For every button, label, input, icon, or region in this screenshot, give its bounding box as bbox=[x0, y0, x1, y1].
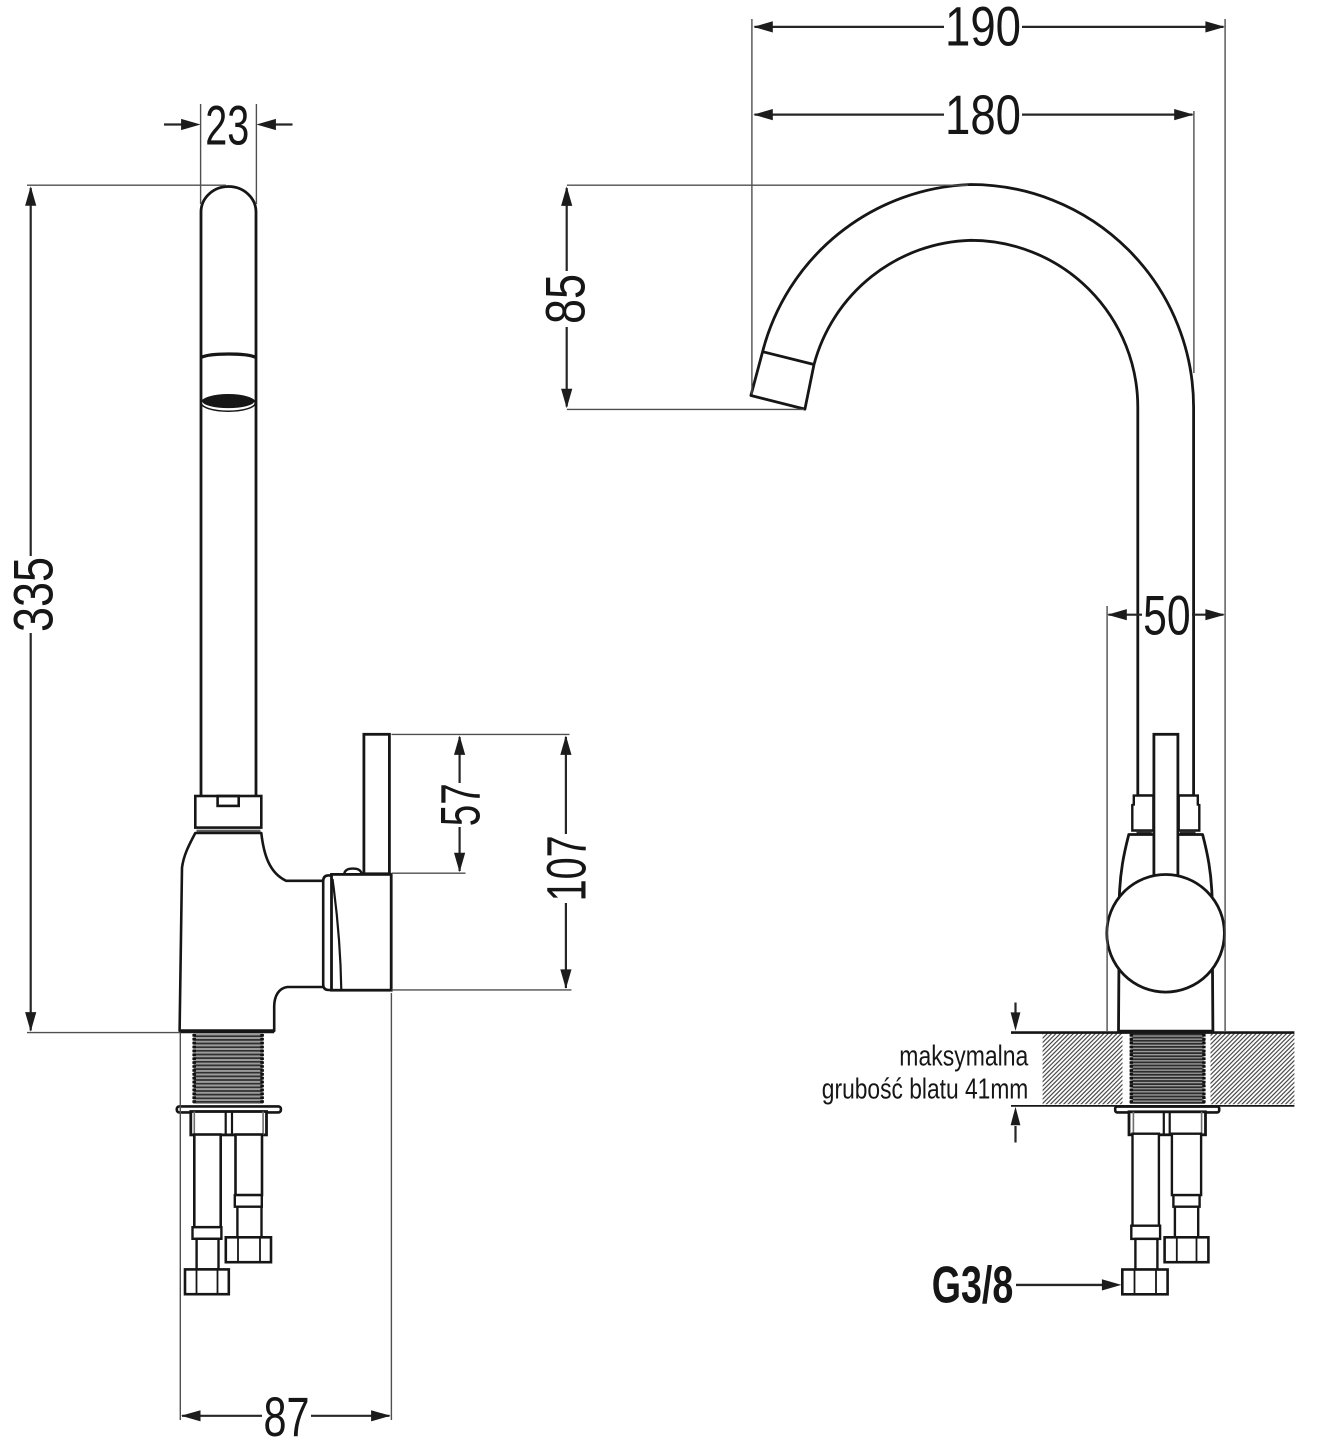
svg-text:maksymalna: maksymalna bbox=[899, 1041, 1029, 1073]
svg-text:grubość blatu 41mm: grubość blatu 41mm bbox=[822, 1074, 1029, 1106]
svg-text:180: 180 bbox=[945, 83, 1021, 146]
svg-text:57: 57 bbox=[429, 783, 492, 826]
svg-text:50: 50 bbox=[1143, 583, 1191, 646]
svg-text:335: 335 bbox=[2, 557, 65, 632]
svg-text:85: 85 bbox=[533, 274, 596, 324]
svg-text:190: 190 bbox=[945, 0, 1021, 58]
svg-text:87: 87 bbox=[264, 1385, 310, 1440]
svg-text:G3/8: G3/8 bbox=[932, 1256, 1014, 1314]
svg-text:107: 107 bbox=[535, 835, 598, 901]
svg-text:23: 23 bbox=[205, 94, 249, 157]
